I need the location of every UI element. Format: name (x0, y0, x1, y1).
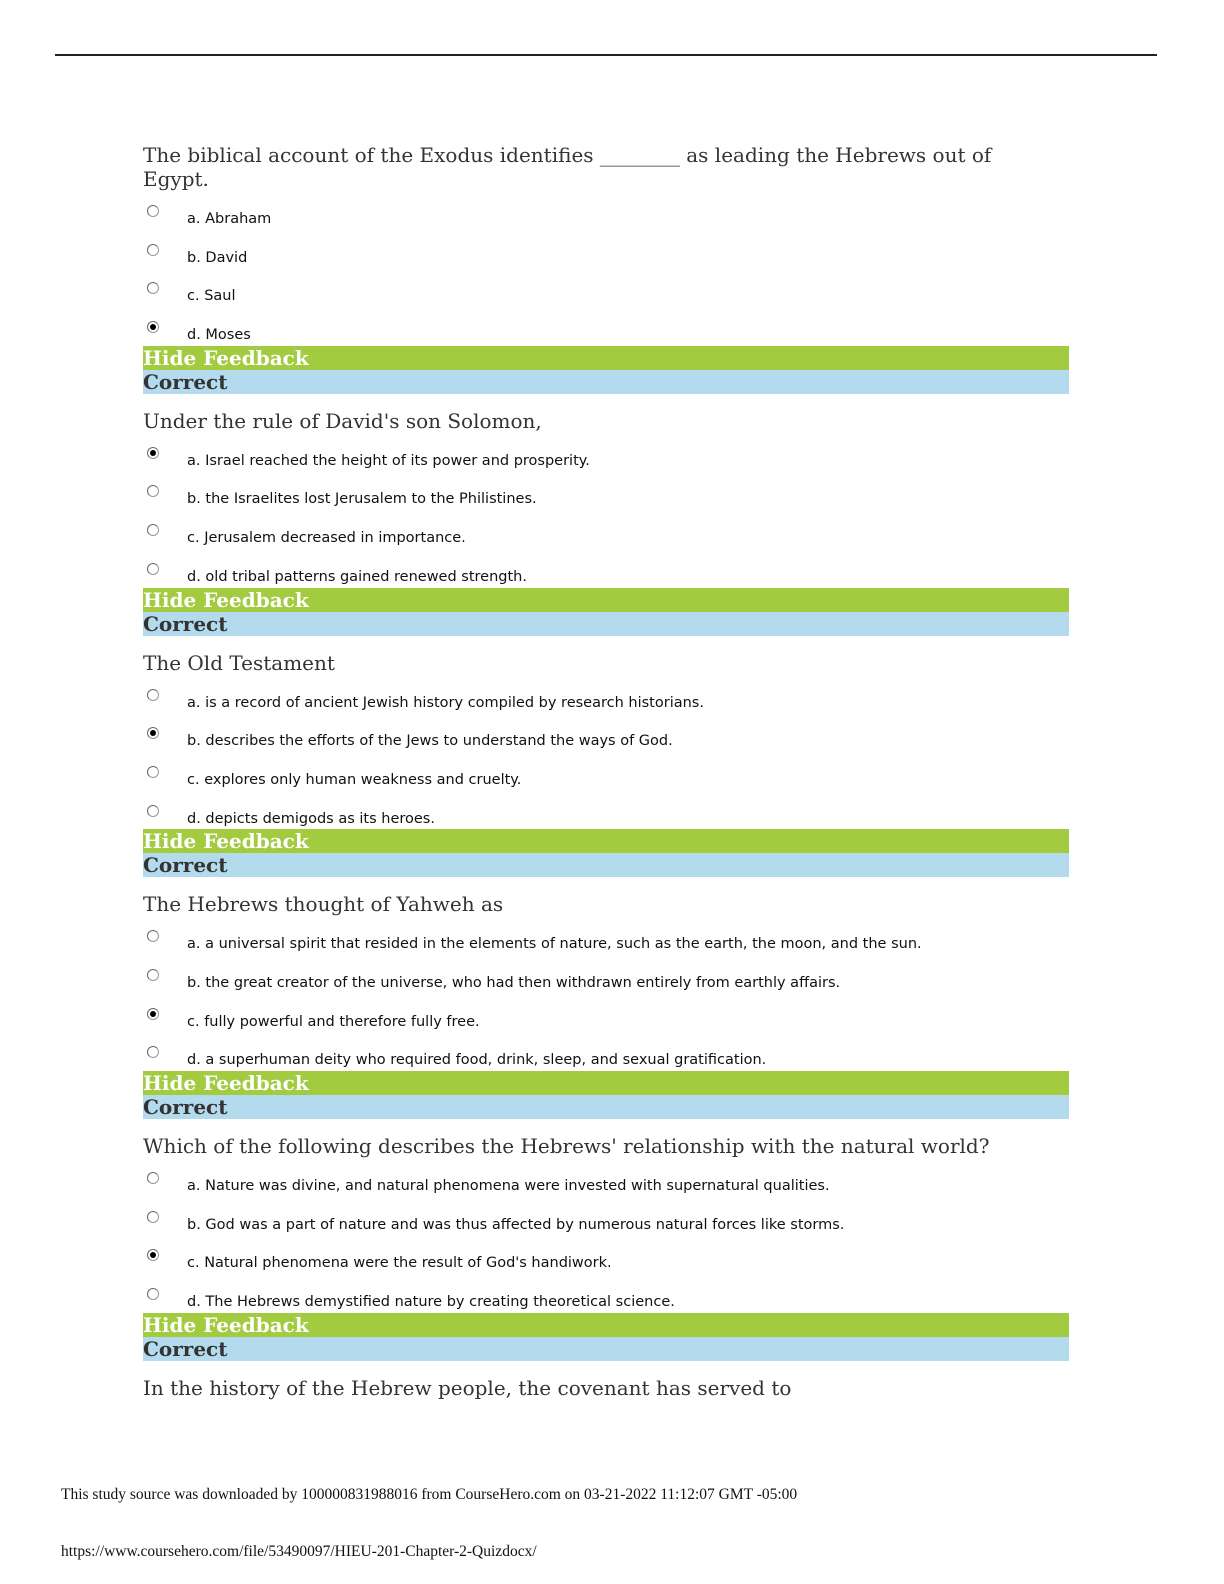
question-text: Which of the following describes the Heb… (143, 1134, 990, 1158)
answer-option[interactable]: d. depicts demigods as its heroes. (143, 791, 1069, 830)
answer-label: c. fully powerful and therefore fully fr… (187, 1013, 480, 1030)
answer-label: b. describes the efforts of the Jews to … (187, 733, 673, 750)
answer-label: a. a universal spirit that resided in th… (187, 936, 922, 953)
answer-option[interactable]: b. describes the efforts of the Jews to … (143, 713, 1069, 752)
answer-option[interactable]: a. a universal spirit that resided in th… (143, 916, 1069, 955)
question-text: The Old Testament (143, 650, 335, 675)
feedback-result: Correct (143, 1336, 1069, 1361)
question-text: In the history of the Hebrew people, the… (143, 1375, 792, 1400)
radio-button[interactable] (147, 1007, 159, 1020)
download-note: This study source was downloaded by 1000… (61, 1486, 798, 1503)
answer-label: a. is a record of ancient Jewish history… (187, 694, 704, 711)
answer-option[interactable]: c. Natural phenomena were the result of … (143, 1235, 1069, 1274)
answer-option[interactable]: d. a superhuman deity who required food,… (143, 1032, 1069, 1071)
question-block: Under the rule of David's son Solomon, a.… (143, 409, 1069, 636)
hide-feedback-toggle[interactable]: Hide Feedback (143, 587, 1069, 612)
radio-button[interactable] (147, 1172, 159, 1184)
radio-button[interactable] (147, 205, 159, 217)
answer-label: c. Jerusalem decreased in importance. (187, 530, 466, 547)
answer-label: c. Natural phenomena were the result of … (187, 1255, 612, 1272)
answer-option[interactable]: a. is a record of ancient Jewish history… (143, 675, 1069, 714)
answer-option[interactable]: c. Jerusalem decreased in importance. (143, 510, 1069, 549)
answer-option[interactable]: b. God was a part of nature and was thus… (143, 1197, 1069, 1236)
radio-button[interactable] (147, 1210, 159, 1223)
answer-label: c. Saul (187, 288, 236, 305)
feedback-result: Correct (143, 853, 1069, 878)
answer-option[interactable]: d. The Hebrews demystified nature by cre… (143, 1274, 1069, 1313)
answer-option[interactable]: c. Saul (143, 268, 1069, 307)
radio-button[interactable] (147, 968, 159, 981)
header-rule (55, 54, 1157, 56)
answer-label: d. depicts demigods as its heroes. (187, 810, 435, 827)
answer-label: b. David (187, 249, 248, 266)
radio-button[interactable] (147, 1249, 159, 1262)
question-block: The biblical account of the Exodus ident… (143, 143, 1069, 394)
question-block: The Hebrews thought of Yahweh as a. a uni… (143, 892, 1069, 1119)
radio-button[interactable] (147, 765, 159, 778)
source-url[interactable]: https://www.coursehero.com/file/53490097… (61, 1543, 537, 1560)
radio-button[interactable] (147, 727, 159, 740)
feedback-result: Correct (143, 611, 1069, 636)
answer-option[interactable]: d. Moses (143, 307, 1069, 346)
answer-label: b. God was a part of nature and was thus… (187, 1216, 845, 1233)
answer-label: d. Moses (187, 327, 251, 344)
radio-button[interactable] (147, 1046, 159, 1059)
question-block: Which of the following describes the Heb… (143, 1134, 1069, 1361)
feedback-result: Correct (143, 369, 1069, 394)
answer-label: b. the great creator of the universe, wh… (187, 974, 841, 991)
radio-button[interactable] (147, 562, 159, 575)
hide-feedback-toggle[interactable]: Hide Feedback (143, 1071, 1069, 1095)
radio-button[interactable] (147, 1288, 159, 1301)
question-text: Under the rule of David's son Solomon, (143, 408, 542, 433)
hide-feedback-toggle[interactable]: Hide Feedback (143, 829, 1069, 854)
answer-label: d. a superhuman deity who required food,… (187, 1052, 767, 1069)
radio-button[interactable] (147, 930, 159, 943)
question-block: In the history of the Hebrew people, the… (143, 1376, 1069, 1400)
answer-option[interactable]: c. fully powerful and therefore fully fr… (143, 994, 1069, 1033)
radio-button[interactable] (147, 524, 159, 537)
radio-button[interactable] (147, 485, 159, 498)
answer-label: a. Abraham (187, 211, 272, 227)
answer-label: b. the Israelites lost Jerusalem to the … (187, 491, 537, 508)
hide-feedback-toggle[interactable]: Hide Feedback (143, 1312, 1069, 1337)
hide-feedback-toggle[interactable]: Hide Feedback (143, 345, 1069, 370)
answer-option[interactable]: a. Abraham (143, 191, 1069, 230)
answer-option[interactable]: c. explores only human weakness and crue… (143, 752, 1069, 791)
answer-option[interactable]: b. the Israelites lost Jerusalem to the … (143, 471, 1069, 510)
answer-label: d. The Hebrews demystified nature by cre… (187, 1294, 675, 1311)
answer-label: d. old tribal patterns gained renewed st… (187, 568, 527, 585)
question-block: The Old Testament a. is a record of ancie… (143, 651, 1069, 878)
answer-label: a. Israel reached the height of its powe… (187, 452, 590, 469)
answer-option[interactable]: a. Nature was divine, and natural phenom… (143, 1158, 1069, 1197)
radio-button[interactable] (147, 243, 159, 256)
quiz-list: The biblical account of the Exodus ident… (143, 143, 1069, 1415)
answer-label: c. explores only human weakness and crue… (187, 771, 522, 788)
question-text: The biblical account of the Exodus ident… (143, 143, 992, 191)
radio-button[interactable] (147, 804, 159, 817)
feedback-result: Correct (143, 1095, 1069, 1119)
radio-button[interactable] (147, 321, 159, 334)
radio-button[interactable] (147, 282, 159, 295)
answer-option[interactable]: b. David (143, 230, 1069, 269)
answer-option[interactable]: b. the great creator of the universe, wh… (143, 955, 1069, 994)
answer-option[interactable]: a. Israel reached the height of its powe… (143, 433, 1069, 472)
answer-label: a. Nature was divine, and natural phenom… (187, 1178, 830, 1194)
radio-button[interactable] (147, 446, 159, 459)
radio-button[interactable] (147, 688, 159, 701)
question-text: The Hebrews thought of Yahweh as (143, 892, 504, 917)
answer-option[interactable]: d. old tribal patterns gained renewed st… (143, 549, 1069, 588)
